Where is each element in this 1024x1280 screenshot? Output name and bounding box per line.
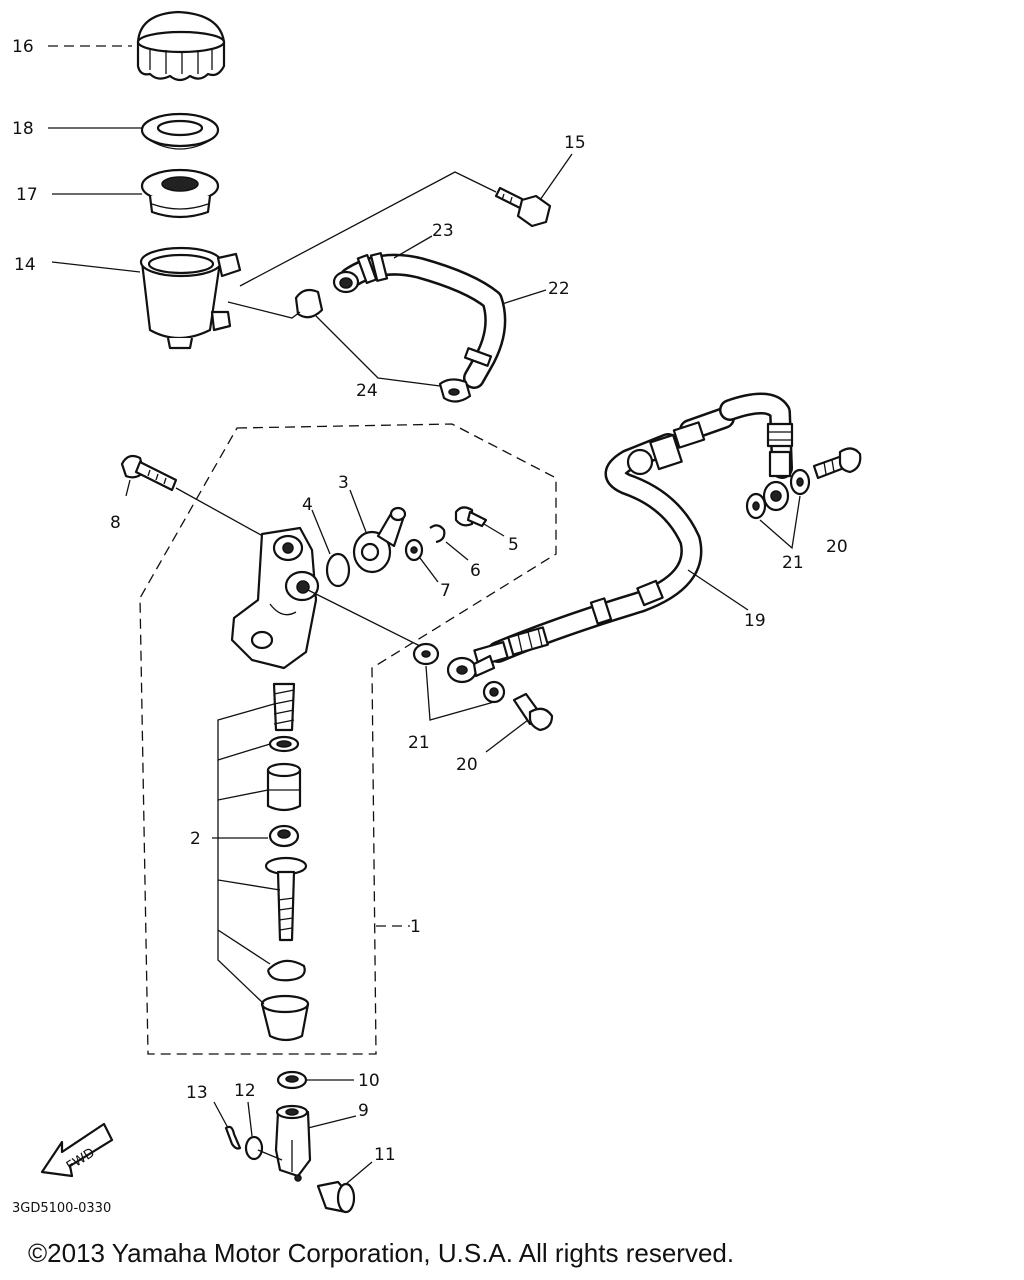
callout-2: 2 xyxy=(190,829,201,849)
callout-17: 17 xyxy=(16,185,38,205)
part-12-washer xyxy=(244,1135,283,1161)
callout-18: 18 xyxy=(12,119,34,139)
part-3-hose-joint xyxy=(352,506,407,574)
part-14-reservoir-tank xyxy=(139,246,242,350)
part-16-reservoir-cap xyxy=(136,10,226,82)
callout-3: 3 xyxy=(338,473,349,493)
callout-14: 14 xyxy=(14,255,36,275)
part-21-washer-lower xyxy=(412,642,506,704)
part-piston xyxy=(266,762,302,812)
callout-7: 7 xyxy=(440,581,451,601)
callout-8: 8 xyxy=(110,513,121,533)
copyright-notice: ©2013 Yamaha Motor Corporation, U.S.A. A… xyxy=(28,1238,734,1268)
part-22-reservoir-hose xyxy=(332,252,507,389)
callout-16: 16 xyxy=(12,37,34,57)
part-piston-spring xyxy=(272,682,296,732)
fwd-arrow-icon: FWD xyxy=(40,1122,114,1178)
part-19-brake-hose xyxy=(473,392,794,667)
part-8-bolt xyxy=(120,454,178,492)
part-master-cylinder-body xyxy=(230,526,320,670)
part-banjo-fitting-lower xyxy=(446,654,496,684)
part-push-rod xyxy=(264,856,308,942)
callout-21-lower: 21 xyxy=(408,733,430,753)
part-21-washer-upper xyxy=(745,468,811,520)
callout-13: 13 xyxy=(186,1083,208,1103)
part-circlip xyxy=(266,959,306,982)
part-20-union-bolt-upper xyxy=(812,447,862,480)
part-15-bolt xyxy=(494,186,552,228)
callout-9: 9 xyxy=(358,1101,369,1121)
callout-6: 6 xyxy=(470,561,481,581)
part-4-o-ring xyxy=(325,552,351,588)
part-9-clevis xyxy=(274,1104,312,1182)
part-24-hose-clip xyxy=(294,288,472,403)
part-20-union-bolt-lower xyxy=(512,692,554,732)
callout-12: 12 xyxy=(234,1081,256,1101)
callout-11: 11 xyxy=(374,1145,396,1165)
callout-15: 15 xyxy=(564,133,586,153)
part-6-ring xyxy=(429,524,446,544)
callout-19: 19 xyxy=(744,611,766,631)
callout-21-upper: 21 xyxy=(782,553,804,573)
part-18-plate xyxy=(140,112,220,150)
part-2-cup xyxy=(268,824,300,848)
callout-4: 4 xyxy=(302,495,313,515)
part-10-nut xyxy=(276,1070,308,1090)
assembly-1-boundary xyxy=(139,423,557,1055)
callout-22: 22 xyxy=(548,279,570,299)
callout-1: 1 xyxy=(410,917,421,937)
part-5-screw xyxy=(454,506,488,528)
part-13-cotter-pin xyxy=(224,1125,242,1150)
callout-5: 5 xyxy=(508,535,519,555)
callout-20-lower: 20 xyxy=(456,755,478,775)
callout-20-upper: 20 xyxy=(826,537,848,557)
part-17-diaphragm xyxy=(140,168,220,219)
part-banjo-fitting-upper xyxy=(762,480,790,512)
part-cup xyxy=(268,735,300,753)
callout-10: 10 xyxy=(358,1071,380,1091)
callout-23: 23 xyxy=(432,221,454,241)
part-boot xyxy=(260,994,310,1042)
callout-24: 24 xyxy=(356,381,378,401)
diagram-code: 3GD5100-0330 xyxy=(12,1201,111,1216)
part-11-pin xyxy=(316,1180,356,1214)
